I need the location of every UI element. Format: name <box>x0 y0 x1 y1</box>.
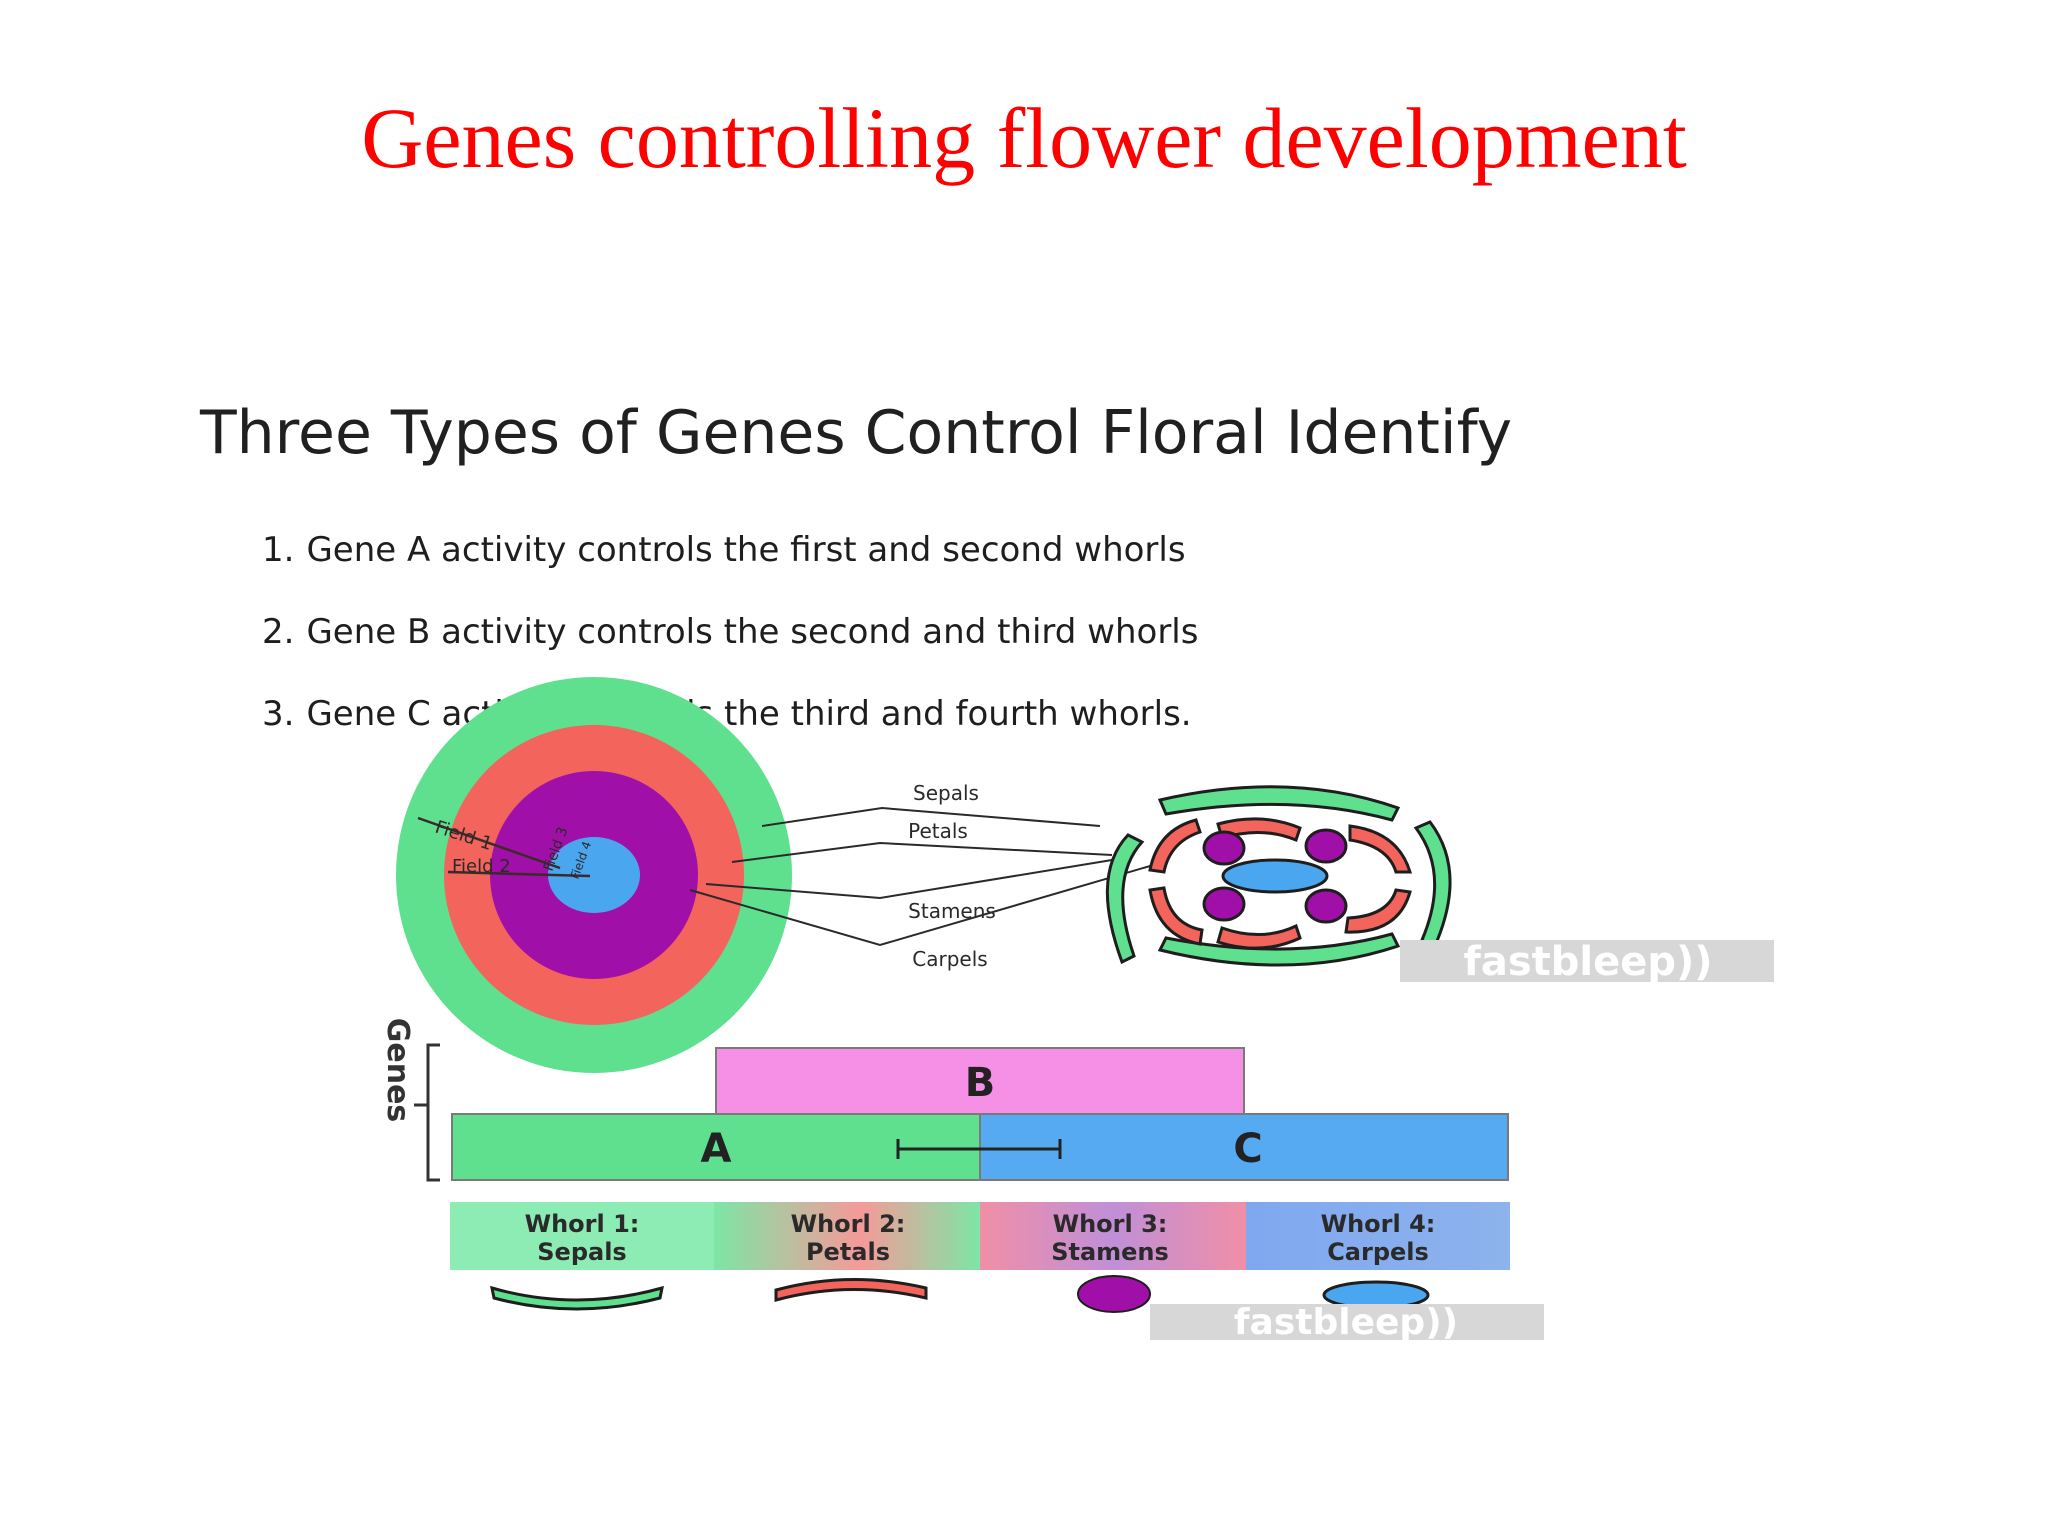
gene-c-label: C <box>1233 1126 1262 1172</box>
whorl-2-organ: Petals <box>806 1238 890 1266</box>
stamens-label: Stamens <box>908 899 996 923</box>
floral-diagram <box>1105 785 1452 967</box>
petal-lower-left <box>1148 886 1204 946</box>
carpel-center <box>1221 858 1329 894</box>
list-text: Gene B activity controls the second and … <box>306 612 1199 652</box>
field-2-label: Field 2 <box>452 856 511 877</box>
whorl-4-title: Whorl 4: <box>1321 1210 1436 1238</box>
sepal-shape-icon <box>490 1285 664 1311</box>
petal-upper-left <box>1148 818 1202 874</box>
genes-axis-label: Genes <box>380 1018 415 1123</box>
list-item: 3. Gene C activity controls the third and… <box>262 694 1198 776</box>
petal-upper-right <box>1348 824 1413 874</box>
petal-shape-icon <box>774 1277 928 1302</box>
petals-label: Petals <box>908 819 968 843</box>
carpels-label: Carpels <box>912 947 987 971</box>
field-divider-line <box>417 816 561 870</box>
field-divider-line <box>447 870 591 878</box>
watermark-badge <box>1150 1304 1544 1340</box>
gene-b-bar <box>715 1047 1245 1115</box>
list-number: 3. <box>262 694 295 734</box>
fastbleep-watermark: fastbleep)) <box>1463 939 1712 985</box>
sepal-left <box>1105 833 1145 965</box>
list-text: Gene A activity controls the first and s… <box>306 530 1186 570</box>
list-text: Gene C activity controls the third and f… <box>306 694 1192 734</box>
stamens-connector <box>705 859 1113 900</box>
watermark-badge <box>1400 940 1774 982</box>
sepal-top <box>1157 785 1401 822</box>
gene-b-label: B <box>965 1060 996 1106</box>
list-number: 1. <box>262 530 295 570</box>
field-4-center <box>548 837 640 913</box>
whorl-1-title: Whorl 1: <box>525 1210 640 1238</box>
whorl-1-cell <box>450 1202 714 1270</box>
whorl-2-cell <box>714 1202 980 1270</box>
whorl-3-cell <box>980 1202 1246 1270</box>
stamen-lower-right <box>1304 888 1348 924</box>
gene-a-label: A <box>701 1126 732 1172</box>
slide-title: Genes controlling flower development <box>361 90 1687 186</box>
sepals-connector <box>761 806 1101 827</box>
fastbleep-watermark: fastbleep)) <box>1234 1302 1458 1343</box>
list-item: 2. Gene B activity controls the second an… <box>262 612 1198 694</box>
whorl-3-title: Whorl 3: <box>1053 1210 1168 1238</box>
sepal-right <box>1413 820 1452 951</box>
whorl-3-organ: Stamens <box>1051 1238 1169 1266</box>
sepal-bottom <box>1157 932 1401 967</box>
stamen-upper-left <box>1202 830 1246 866</box>
floral-fields-diagram: Field 1 Field 2 Field 3 Field 4 <box>396 677 792 1073</box>
stamen-upper-right <box>1304 828 1348 864</box>
petal-top <box>1216 817 1302 842</box>
diagram-heading: Three Types of Genes Control Floral Iden… <box>200 398 1513 468</box>
stamen-shape-icon <box>1077 1275 1151 1313</box>
whorl-4-cell <box>1246 1202 1510 1270</box>
abc-model-diagram: Genes B A C Whorl 1: Sepals Whorl 2: Pet… <box>380 1018 1544 1343</box>
list-number: 2. <box>262 612 295 652</box>
whorl-4-organ: Carpels <box>1327 1238 1429 1266</box>
petal-lower-right <box>1344 888 1412 934</box>
whorl-2-title: Whorl 2: <box>791 1210 906 1238</box>
gene-c-bar <box>979 1113 1509 1181</box>
petals-connector <box>731 841 1113 863</box>
gene-a-bar <box>451 1113 981 1181</box>
list-item: 1. Gene A activity controls the first and… <box>262 530 1198 612</box>
whorl-1-organ: Sepals <box>537 1238 626 1266</box>
gene-activity-list: 1. Gene A activity controls the first and… <box>262 530 1198 776</box>
petal-bottom <box>1216 923 1302 950</box>
carpels-connector <box>689 865 1151 947</box>
sepals-label: Sepals <box>913 781 979 805</box>
genes-bracket <box>426 1043 440 1182</box>
organ-connector-lines <box>689 806 1151 947</box>
stamen-lower-left <box>1202 886 1246 922</box>
